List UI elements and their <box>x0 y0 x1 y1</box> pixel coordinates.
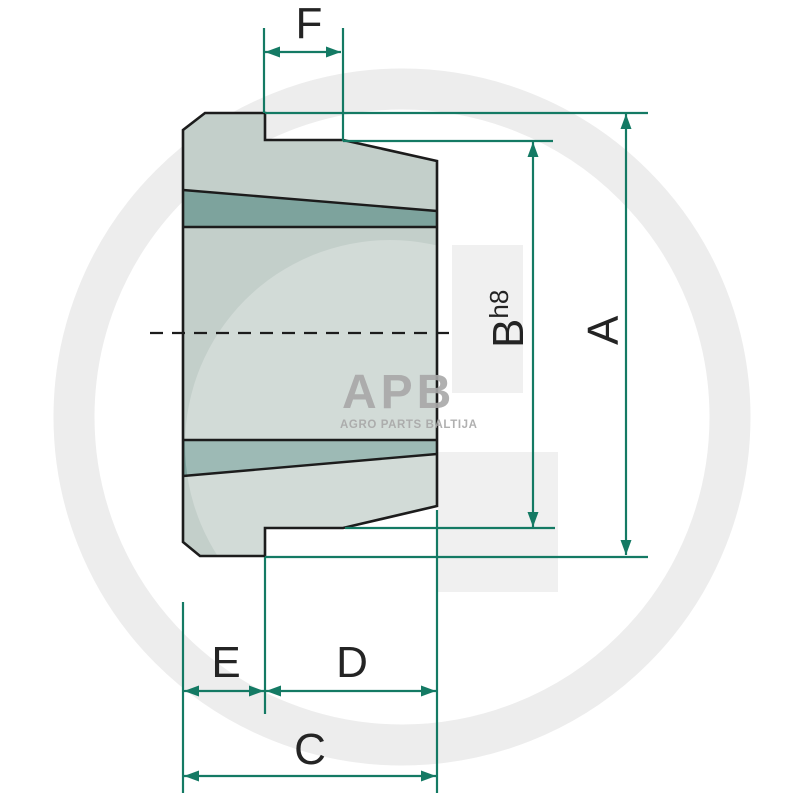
lower-slot-taper-line <box>182 452 438 478</box>
dimension-lines <box>184 46 632 782</box>
dim-label-B-letter: B <box>484 319 533 348</box>
brand-tagline-text: AGRO PARTS BALTIJA <box>340 419 478 431</box>
taper-slot-upper <box>183 190 437 227</box>
arrowhead-E-left <box>184 685 199 697</box>
upper-slot-taper-line <box>182 188 438 213</box>
arrowhead-A-top <box>620 114 632 129</box>
watermark-crossbar-block <box>438 452 558 592</box>
arrowhead-B-top <box>527 142 539 157</box>
dimension-labels: F A Bh8 E D C <box>211 0 628 774</box>
arrowhead-D-right <box>421 685 436 697</box>
dim-label-D: D <box>336 638 368 687</box>
dim-label-B-tolerance: h8 <box>484 290 514 319</box>
dim-label-B: Bh8 <box>484 290 533 348</box>
watermark-ring <box>53 68 751 766</box>
arrowhead-D-left <box>266 685 281 697</box>
arrowhead-F-right <box>326 46 341 58</box>
bushing-outline <box>181 111 439 558</box>
extension-lines <box>181 28 648 793</box>
dim-label-A: A <box>579 315 628 345</box>
arrowhead-C-left <box>184 770 199 782</box>
taper-slot-lower <box>183 440 437 476</box>
brand-watermark: APB AGRO PARTS BALTIJA <box>340 366 478 431</box>
arrowhead-E-right <box>249 685 264 697</box>
watermark-upper-block <box>452 245 523 393</box>
arrowhead-F-left <box>265 46 280 58</box>
arrowhead-B-bottom <box>527 512 539 527</box>
arrowhead-A-bottom <box>620 540 632 555</box>
brand-logo-text: APB <box>342 366 455 419</box>
dim-label-E: E <box>211 638 240 687</box>
arrowhead-C-right <box>421 770 436 782</box>
dim-label-C: C <box>294 725 326 774</box>
dim-label-F: F <box>296 0 323 48</box>
